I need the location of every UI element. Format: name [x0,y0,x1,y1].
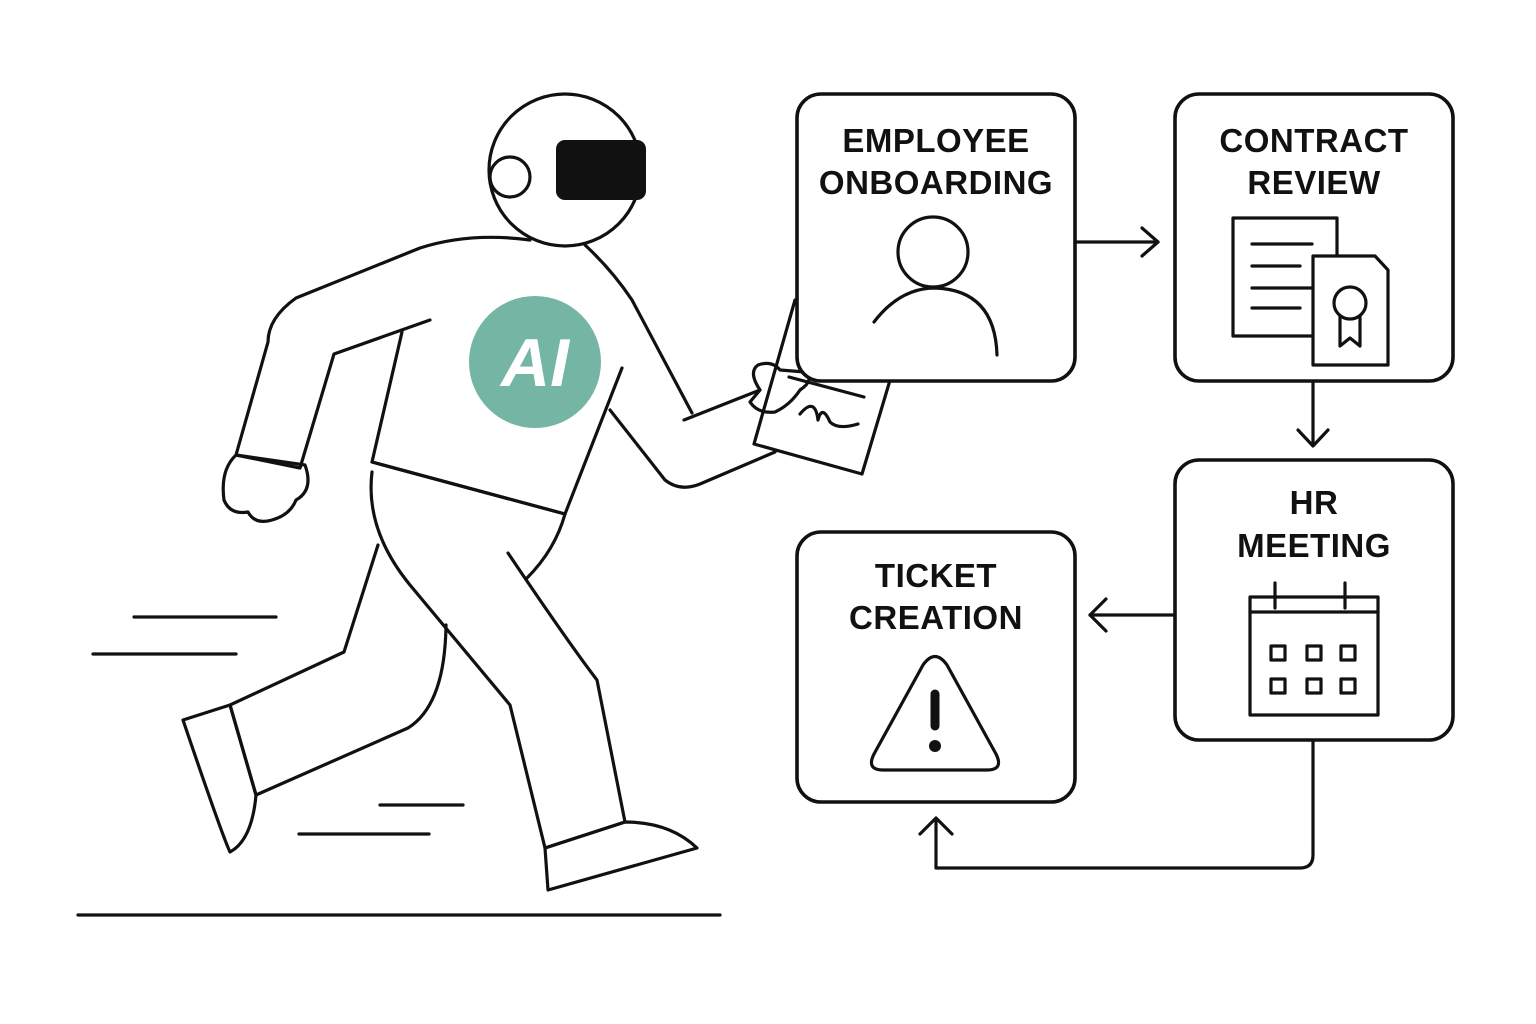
belt-line [370,460,567,516]
back-leg [228,543,448,797]
speed-lines [91,615,465,836]
edge-hr-to-ticket-loop [918,740,1315,870]
edge-hr-to-ticket-direct [1088,597,1175,633]
node-ticket-creation: TICKET CREATION [795,530,1077,804]
workflow-diagram: EMPLOYEE ONBOARDING CONTRACT REVIEW [795,92,1455,870]
edge-onboarding-to-contract [1075,226,1160,258]
robot-ear [488,155,532,199]
edge-contract-to-hr [1296,381,1330,448]
back-arm [234,235,532,470]
front-forearm [682,388,762,422]
node-employee-onboarding: EMPLOYEE ONBOARDING [795,92,1077,383]
ai-robot-figure: AI [76,92,907,917]
node-title-line2: REVIEW [1247,164,1381,201]
node-title-line1: HR [1290,484,1339,521]
node-title-line1: EMPLOYEE [842,122,1029,159]
node-title-line2: MEETING [1237,527,1391,564]
calendar-icon [1248,581,1380,717]
ai-badge [469,296,601,428]
node-hr-meeting: HR MEETING [1173,458,1455,742]
node-title-line2: CREATION [849,599,1023,636]
node-title-line1: TICKET [875,557,997,594]
robot-visor [556,140,646,200]
node-contract-review: CONTRACT REVIEW [1173,92,1455,383]
robot-hand [748,361,811,414]
node-title-line1: CONTRACT [1219,122,1408,159]
contract-document-icon [1231,216,1390,367]
back-shoe [181,703,258,854]
node-title-line2: ONBOARDING [819,164,1053,201]
front-shoe [543,820,699,892]
warning-icon [869,654,1001,772]
ai-badge-text: AI [499,325,571,401]
front-arm-lower [608,408,777,489]
person-icon [872,215,999,357]
front-leg [369,470,627,850]
front-arm [583,243,694,415]
back-fist [221,453,310,523]
hip-curve [525,512,567,580]
